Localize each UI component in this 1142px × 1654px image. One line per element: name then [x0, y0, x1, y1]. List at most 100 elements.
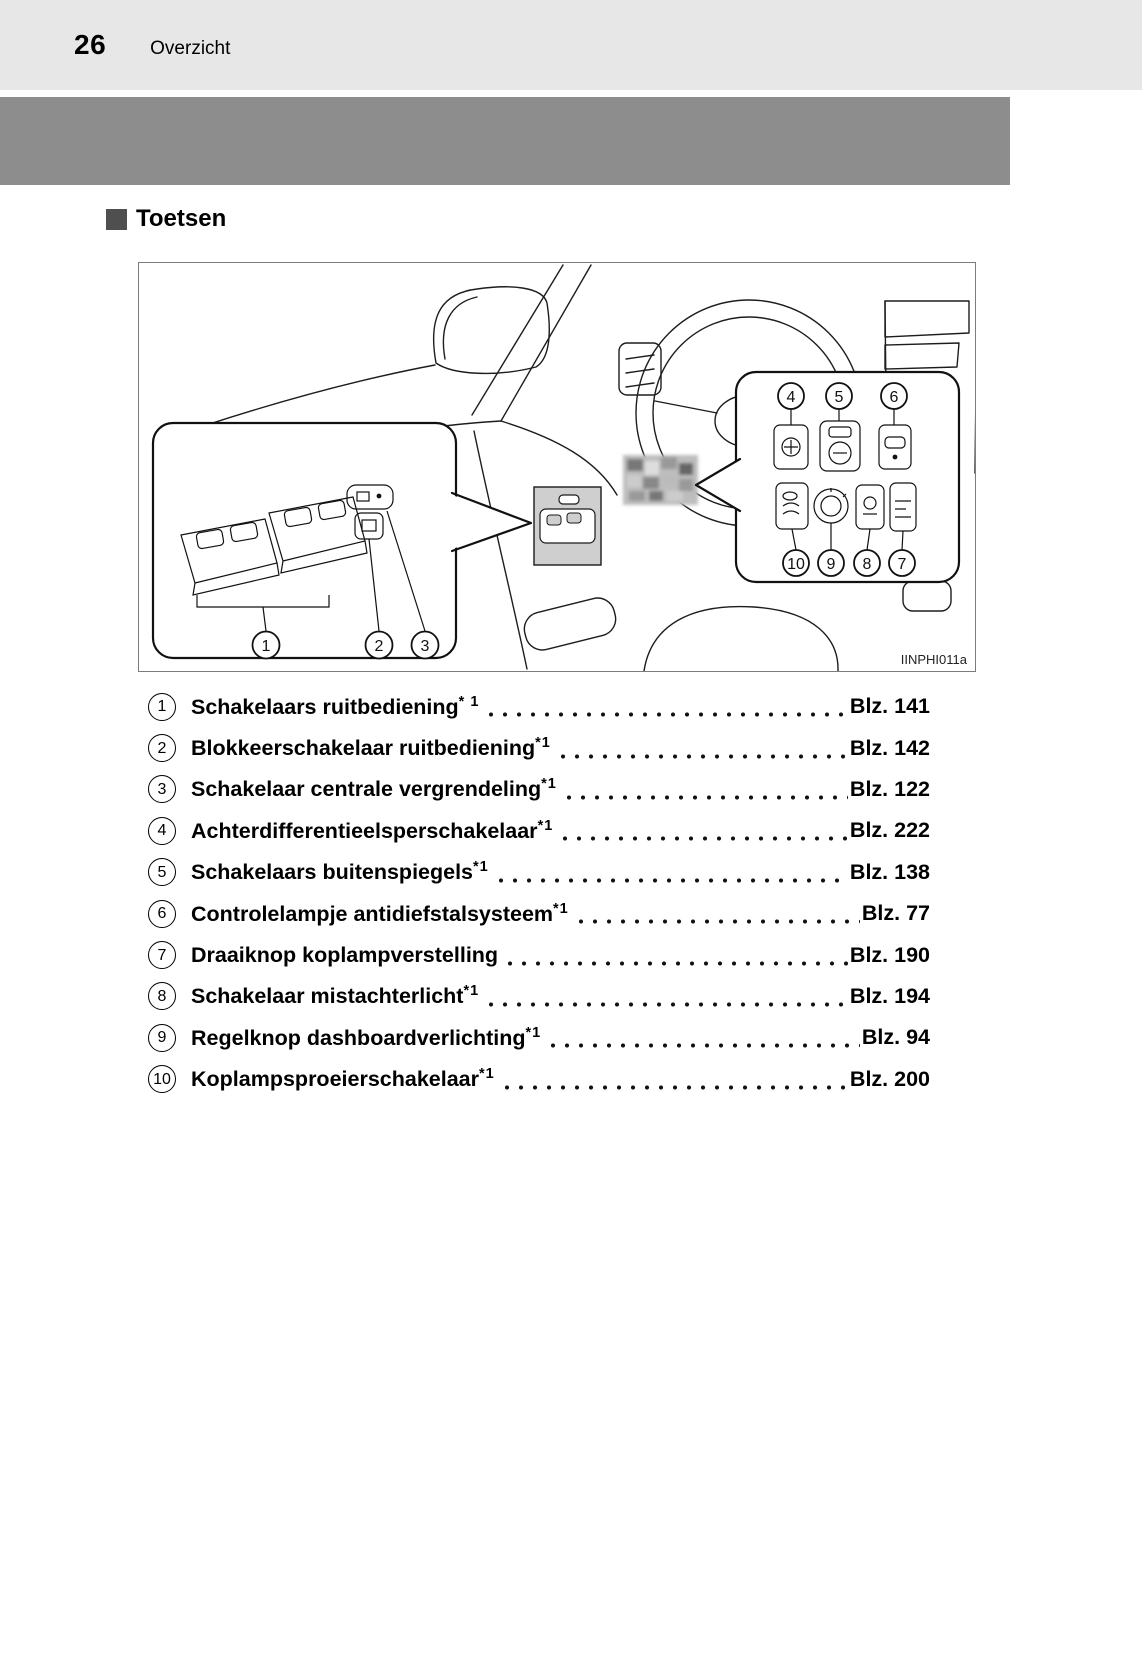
item-number-badge: 8	[148, 982, 176, 1011]
list-item: 2 Blokkeerschakelaar ruitbediening*1 Blz…	[148, 727, 930, 768]
svg-text:8: 8	[863, 556, 872, 573]
footnote-marker: *1	[479, 1066, 495, 1083]
page-reference: Blz. 141	[849, 694, 930, 719]
dot-leader	[560, 753, 848, 759]
figure-callout-7	[888, 549, 916, 577]
footnote-marker: *1	[541, 776, 557, 793]
page-reference: Blz. 222	[849, 818, 930, 843]
figure-callout-10	[782, 549, 810, 577]
item-label: Regelknop dashboardverlichting*1	[191, 1024, 542, 1050]
door-switch-inset	[533, 486, 602, 566]
item-number-badge: 9	[148, 1023, 176, 1052]
svg-text:1: 1	[262, 638, 271, 655]
page-reference: Blz. 94	[861, 1025, 930, 1050]
footnote-marker: *1	[537, 817, 554, 834]
dot-leader	[504, 1084, 848, 1090]
page-reference: Blz. 138	[849, 859, 930, 884]
door-edge	[473, 430, 528, 670]
page-reference: Blz. 77	[861, 901, 930, 926]
page-reference: Blz. 194	[849, 983, 930, 1008]
figure-callout-2	[364, 630, 394, 660]
section-title: Toetsen	[136, 205, 227, 232]
svg-text:3: 3	[421, 638, 430, 655]
mirror-control-switch-icon	[819, 420, 861, 472]
svg-text:6: 6	[890, 389, 899, 406]
item-number-badge: 5	[148, 858, 176, 887]
list-item: 7 Draaiknop koplampverstelling Blz. 190	[148, 934, 930, 975]
page-reference: Blz. 190	[849, 942, 930, 967]
square-bullet-icon	[106, 208, 127, 230]
figure-callout-1	[251, 630, 281, 660]
item-label: Schakelaar mistachterlicht*1	[191, 983, 480, 1009]
item-label: Draaiknop koplampverstelling	[191, 943, 499, 968]
seat-outline	[643, 605, 839, 671]
item-label: Achterdifferentieelsperschakelaar*1	[191, 817, 554, 843]
footnote-marker: *1	[535, 735, 551, 752]
item-label: Schakelaars ruitbediening* 1	[191, 693, 480, 719]
page-reference: Blz. 122	[849, 776, 930, 801]
list-item: 1 Schakelaars ruitbediening* 1 Blz. 141	[148, 686, 930, 727]
dot-leader	[489, 1001, 848, 1007]
item-number-badge: 4	[148, 816, 176, 845]
list-item: 6 Controlelampje antidiefstalsysteem*1 B…	[148, 893, 930, 934]
door-panel-callout-box: 1 2 3	[151, 421, 533, 660]
figure-box: 1 2 3 4 5 6	[138, 262, 976, 672]
bracket-item1	[196, 595, 330, 632]
page-header-band: 26 Overzicht	[0, 0, 1142, 90]
center-console	[523, 597, 617, 651]
page-number: 26	[74, 29, 107, 60]
dot-leader	[489, 712, 848, 718]
callout-legend-list: 1 Schakelaars ruitbediening* 1 Blz. 141 …	[148, 686, 930, 1100]
item-label: Blokkeerschakelaar ruitbediening*1	[191, 735, 551, 761]
item-label: Controlelampje antidiefstalsysteem*1	[191, 900, 569, 926]
window-switches-icon	[180, 496, 368, 596]
side-mirror	[432, 286, 550, 375]
footnote-marker: *1	[525, 1024, 542, 1041]
footnote-marker: * 1	[458, 693, 480, 710]
interior-diagram: 1 2 3 4 5 6	[151, 264, 975, 671]
dot-leader	[563, 836, 848, 842]
item-number-badge: 6	[148, 899, 176, 928]
security-indicator-icon	[878, 424, 912, 470]
list-item: 8 Schakelaar mistachterlicht*1 Blz. 194	[148, 976, 930, 1017]
list-item: 4 Achterdifferentieelsperschakelaar*1 Bl…	[148, 810, 930, 851]
dot-leader	[578, 919, 860, 925]
rear-diff-lock-switch-icon	[773, 424, 809, 470]
chapter-title: Overzicht	[150, 38, 231, 59]
a-pillar	[471, 264, 564, 416]
leader-item3	[386, 510, 426, 632]
list-item: 9 Regelknop dashboardverlichting*1 Blz. …	[148, 1017, 930, 1058]
item-number-badge: 3	[148, 775, 176, 804]
leader-item2	[368, 538, 380, 632]
svg-text:9: 9	[827, 556, 836, 573]
item-label: Schakelaars buitenspiegels*1	[191, 859, 489, 885]
svg-text:2: 2	[375, 638, 384, 655]
item-label: Koplampsproeierschakelaar*1	[191, 1066, 495, 1092]
figure-callout-8	[853, 549, 881, 577]
item-number-badge: 1	[148, 692, 176, 721]
dot-leader	[551, 1043, 860, 1049]
section-heading: Toetsen	[106, 205, 226, 233]
list-item: 10 Koplampsproeierschakelaar*1 Blz. 200	[148, 1059, 930, 1100]
footnote-marker: *1	[463, 983, 480, 1000]
door-pull	[902, 580, 952, 612]
svg-text:7: 7	[898, 556, 907, 573]
item-number-badge: 2	[148, 734, 176, 763]
window-lock-button-icon	[346, 484, 394, 510]
section-banner	[0, 97, 1010, 185]
figure-callout-9	[817, 549, 845, 577]
dash-switches-callout-box: 4 5 6	[694, 370, 961, 584]
svg-text:10: 10	[787, 556, 805, 573]
list-item: 5 Schakelaars buitenspiegels*1 Blz. 138	[148, 852, 930, 893]
dash-vent	[618, 342, 662, 396]
svg-text:5: 5	[835, 389, 844, 406]
blurred-switch-area	[623, 455, 698, 505]
footnote-marker: *1	[553, 900, 569, 917]
svg-text:4: 4	[787, 389, 796, 406]
dot-leader	[566, 794, 848, 800]
dot-leader	[508, 960, 848, 966]
figure-code: IINPHI011a	[901, 652, 968, 667]
dot-leader	[498, 877, 848, 883]
item-number-badge: 7	[148, 941, 176, 970]
